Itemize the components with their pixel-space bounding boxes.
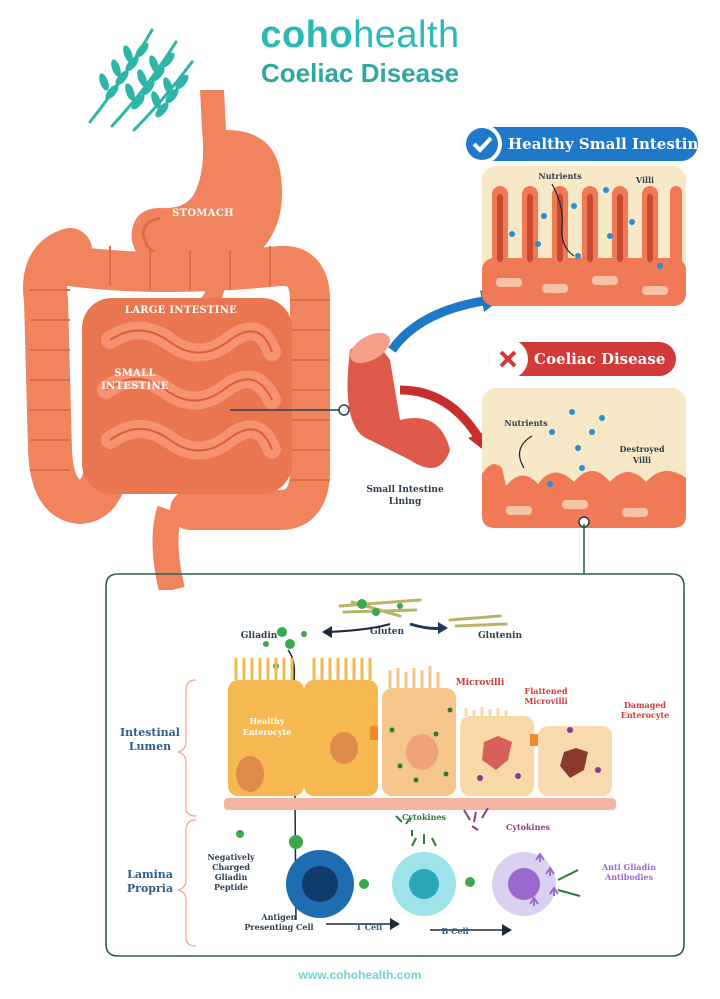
lining-label-2: Lining xyxy=(388,497,422,507)
healthy-intestine-panel xyxy=(482,166,686,306)
antibodies-label-1: Anti Gliadin xyxy=(601,862,657,872)
stomach-label: STOMACH xyxy=(172,208,234,219)
lumen-label-1: Intestinal xyxy=(120,726,180,739)
gluten-label: Gluten xyxy=(369,627,405,637)
lamina-label-2: Propria xyxy=(126,882,174,895)
disease-intestine-panel xyxy=(482,388,686,528)
healthy-badge: Healthy Small Intestine xyxy=(462,124,708,164)
healthy-villi-label: Villi xyxy=(635,175,655,185)
gliadin-label: Gliadin xyxy=(240,631,278,641)
flattened-label-2: Microvilli xyxy=(524,696,568,706)
disease-title: Coeliac Disease xyxy=(534,350,666,368)
detail-panel xyxy=(105,524,685,957)
small-intestine-label-1: SMALL xyxy=(114,368,156,379)
apc-label-1: Antigen xyxy=(261,912,297,922)
lining-label-1: Small Intestine xyxy=(366,485,444,495)
tcell-label: T Cell xyxy=(355,922,383,932)
disease-badge: Coeliac Disease xyxy=(488,339,676,379)
brand-logo: cohohealth xyxy=(0,14,720,57)
lamina-label-1: Lamina xyxy=(127,868,173,881)
peptide-label-2: Charged xyxy=(212,862,250,872)
close-icon xyxy=(488,339,528,379)
brand-bold: coho xyxy=(260,14,354,56)
footer-url[interactable]: www.cohohealth.com xyxy=(298,968,422,982)
apc-label-2: Presenting Cell xyxy=(244,922,314,932)
flattened-label-1: Flattened xyxy=(524,686,568,696)
healthy-enterocyte-label-1: Healthy xyxy=(249,716,285,726)
disease-nutrients-label: Nutrients xyxy=(504,418,548,428)
cytokines-label-1: Cytokines xyxy=(401,812,447,822)
peptide-label-4: Peptide xyxy=(214,882,248,892)
intestine-lining-illustration xyxy=(338,290,500,468)
bcell-label: B Cell xyxy=(441,926,469,936)
small-intestine-label-2: INTESTINE xyxy=(101,381,169,392)
healthy-nutrients-label: Nutrients xyxy=(538,171,582,181)
healthy-enterocyte-label-2: Enterocyte xyxy=(242,727,292,737)
destroyed-villi-label-2: Villi xyxy=(632,455,652,465)
large-intestine-label: LARGE INTESTINE xyxy=(124,305,238,316)
damaged-label-2: Enterocyte xyxy=(620,710,670,720)
page-title: Coeliac Disease xyxy=(260,58,459,88)
digestive-system-illustration xyxy=(23,90,340,590)
antibodies-label-2: Antibodies xyxy=(605,872,653,882)
brand-light: health xyxy=(353,14,460,56)
peptide-label-3: Gliadin xyxy=(214,872,248,882)
glutenin-label: Glutenin xyxy=(477,631,523,641)
destroyed-villi-label-1: Destroyed xyxy=(619,444,665,454)
check-icon xyxy=(462,124,502,164)
damaged-label-1: Damaged xyxy=(623,700,667,710)
lumen-label-2: Lumen xyxy=(128,740,172,753)
cytokines-label-2: Cytokines xyxy=(505,822,551,832)
wheat-icon xyxy=(88,28,194,132)
microvilli-label: Microvilli xyxy=(455,678,505,688)
healthy-title: Healthy Small Intestine xyxy=(508,135,708,153)
peptide-label-1: Negatively xyxy=(207,852,255,862)
